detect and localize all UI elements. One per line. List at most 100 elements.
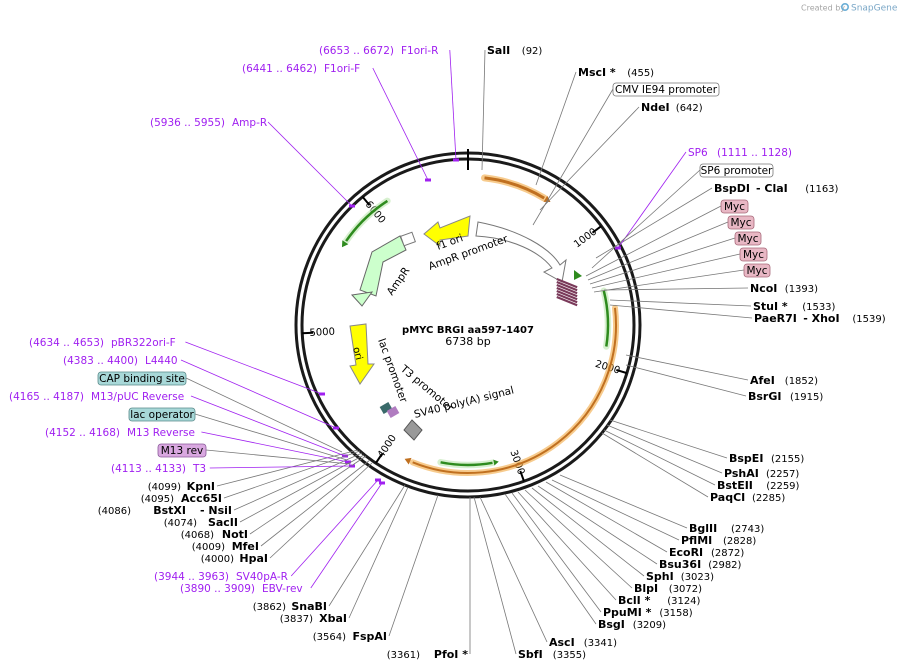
- leader-line: [539, 106, 640, 211]
- enzyme-label: PflMI: [681, 534, 712, 547]
- enzyme-position: (2872): [711, 548, 744, 559]
- feature-insert-arrowhead: [404, 457, 412, 465]
- tick-mark: [361, 196, 371, 206]
- enzyme-label-secondary: - XhoI: [803, 312, 839, 325]
- feature-f1-ori: [423, 215, 471, 247]
- leader-line: [348, 486, 409, 619]
- primer-range: (5936 .. 5955): [150, 117, 225, 129]
- feature-myc-tag: [556, 283, 578, 295]
- primer-label: F1ori-F: [324, 63, 360, 75]
- leader-line: [290, 479, 379, 577]
- leader-line: [587, 221, 729, 281]
- feature-box-label: SP6 promoter: [701, 165, 773, 177]
- leader-line: [328, 484, 406, 607]
- enzyme-label: PshAI: [724, 467, 759, 480]
- enzyme-position: (1163): [805, 184, 838, 195]
- feature-myc-tag: [556, 280, 578, 292]
- feature-sv40: [403, 419, 423, 441]
- leader-line: [209, 465, 353, 469]
- tick-label: 1000: [572, 226, 599, 250]
- enzyme-label: XbaI: [319, 612, 347, 625]
- plasmid-name: pMYC BRGI aa597-1407: [402, 325, 534, 336]
- primer-range: (4152 .. 4168): [45, 427, 120, 439]
- enzyme-position: (4009): [192, 542, 225, 553]
- enzyme-position: (3072): [669, 584, 702, 595]
- enzyme-label: BspDI: [714, 182, 750, 195]
- enzyme-label: PaqCI: [710, 491, 745, 504]
- feature-box-label: M13 rev: [161, 445, 204, 457]
- enzyme-position: (3564): [313, 632, 346, 643]
- leader-line: [524, 489, 633, 589]
- feature-box: [739, 247, 768, 262]
- label-ampr: AmpR: [385, 265, 413, 298]
- tick-mark: [591, 225, 602, 234]
- feature-ampr-promoter: [400, 231, 416, 247]
- leader-line: [531, 487, 645, 577]
- leader-line: [267, 121, 353, 207]
- leader-line: [372, 67, 429, 181]
- enzyme-position: (4086): [98, 506, 131, 517]
- enzyme-label: SbfI: [518, 648, 543, 661]
- feature-insert-arc: [412, 307, 617, 474]
- primer-range: (1111 .. 1128): [717, 147, 792, 159]
- enzyme-label: BstEII: [717, 479, 753, 492]
- enzyme-position: (2743): [731, 524, 764, 535]
- enzyme-label: FspAI: [352, 630, 387, 643]
- leader-line: [511, 492, 602, 613]
- enzyme-position: (2155): [771, 454, 804, 465]
- enzyme-label: BsrGI: [748, 390, 781, 403]
- leader-line: [595, 187, 713, 259]
- enzyme-label: SacII: [208, 516, 238, 529]
- leader-line: [545, 481, 668, 553]
- feature-green-left: [345, 199, 389, 242]
- enzyme-label: NotI: [222, 528, 248, 541]
- enzyme-label-secondary: - ClaI: [756, 182, 788, 195]
- feature-box: [699, 163, 774, 178]
- leader-line: [388, 494, 439, 637]
- tick-mark: [616, 368, 628, 375]
- leader-line: [180, 359, 337, 429]
- enzyme-label: PpuMI *: [603, 606, 652, 619]
- enzyme-position: (3158): [659, 608, 692, 619]
- feature-box-label: CAP binding site: [99, 373, 185, 385]
- snapgene-logo-text: SnapGene: [851, 4, 898, 14]
- enzyme-position: (2285): [752, 493, 785, 504]
- enzyme-label: PfoI *: [434, 648, 468, 661]
- feature-myc-tag: [556, 289, 578, 301]
- enzyme-position: (4068): [181, 530, 214, 541]
- features-layer: [319, 158, 621, 485]
- enzyme-position: (3341): [584, 638, 617, 649]
- primer-label: SV40pA-R: [236, 571, 288, 583]
- feature-green-left-arrowhead: [341, 240, 349, 248]
- feature-cmv-arc-glow: [481, 174, 548, 202]
- feature-green-right: [602, 290, 610, 347]
- leader-line: [205, 449, 351, 465]
- enzyme-label: KpnI: [187, 480, 215, 493]
- enzyme-position: (2257): [766, 469, 799, 480]
- primer-range: (3890 .. 3909): [180, 583, 255, 595]
- feature-box-label: Myc: [730, 217, 751, 229]
- enzyme-label: HpaI: [239, 552, 268, 565]
- primer-range: (6653 .. 6672): [319, 45, 394, 57]
- feature-box: [157, 443, 207, 458]
- enzyme-label: NdeI: [641, 101, 670, 114]
- feature-ampr: [359, 235, 407, 297]
- leader-line: [504, 493, 597, 625]
- tick-mark: [302, 331, 314, 335]
- enzyme-position: (3361): [387, 650, 420, 661]
- feature-box: [720, 199, 749, 214]
- enzyme-label: BsgI: [598, 618, 625, 631]
- enzyme-position: (3837): [280, 614, 313, 625]
- feature-box-label: Myc: [724, 201, 745, 213]
- leader-line: [591, 253, 741, 289]
- feature-box: [734, 231, 762, 246]
- snapgene-logo: SnapGene: [840, 2, 898, 14]
- primer-label: M13/pUC Reverse: [91, 391, 184, 403]
- feature-box-label: lac operator: [130, 409, 194, 421]
- enzyme-label: Acc65I: [181, 492, 222, 505]
- leader-line: [239, 454, 365, 523]
- leader-line: [625, 364, 747, 397]
- enzyme-label: BglII: [689, 522, 717, 535]
- feature-box: [128, 407, 196, 422]
- enzyme-label: SalI: [487, 44, 510, 57]
